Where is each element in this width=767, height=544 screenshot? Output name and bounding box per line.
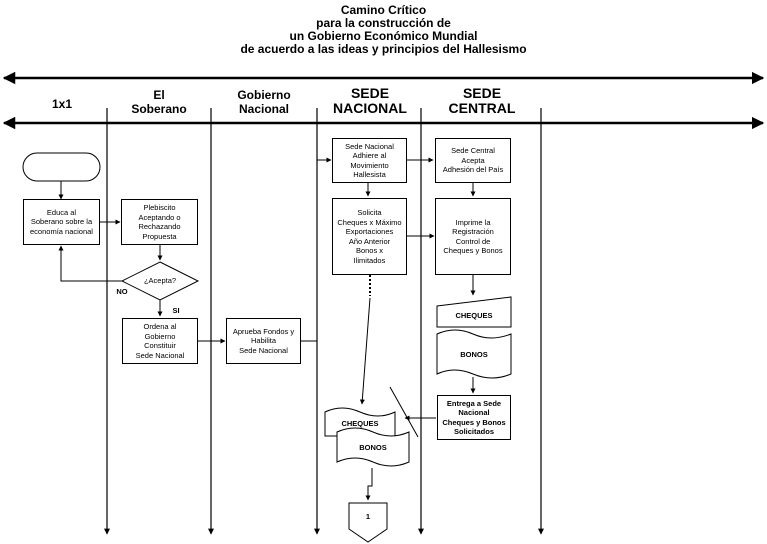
entrega-box: Entrega a Sede Nacional Cheques y Bonos …: [437, 395, 511, 440]
acepta-central-box: Sede Central Acepta Adhesión del País: [435, 138, 511, 183]
aprueba-text: Aprueba Fondos y Habilita Sede Nacional: [232, 326, 295, 355]
acepta-decision-label: ¿Acepta?: [143, 276, 177, 285]
cheques-document-2: [324, 407, 396, 437]
lane-label-gobierno-nacional: Gobierno Nacional: [237, 88, 291, 116]
ordena-text: Ordena al Gobierno Constituir Sede Nacio…: [135, 322, 185, 360]
educa-text: Educa al Soberano sobre la economía naci…: [30, 207, 93, 236]
cheques-document-1: [436, 296, 512, 328]
start-terminal: [22, 152, 101, 182]
cheques-label-2: CHEQUES: [341, 419, 379, 428]
ordena-box: Ordena al Gobierno Constituir Sede Nacio…: [122, 318, 198, 364]
plebiscito-box: Plebiscito Aceptando o Rechazando Propue…: [121, 199, 198, 245]
adhiere-box: Sede Nacional Adhiere al Movimiento Hall…: [332, 138, 407, 183]
bonos-document-1: [436, 329, 512, 379]
solicita-box: Solicita Cheques x Máximo Exportaciones …: [332, 198, 407, 275]
imprime-text: Imprime la Registración Control de Chequ…: [443, 217, 503, 256]
lane-label-soberano: El Soberano: [131, 88, 187, 116]
strike-line: [389, 386, 419, 438]
connector-label: 1: [365, 512, 371, 521]
imprime-box: Imprime la Registración Control de Chequ…: [435, 198, 511, 275]
title-line-3: un Gobierno Económico Mundial: [289, 29, 478, 43]
diagram-title: Camino Crítico para la construcción de u…: [0, 4, 767, 56]
aprueba-box: Aprueba Fondos y Habilita Sede Nacional: [226, 318, 301, 364]
bonos-label-1: BONOS: [460, 350, 488, 359]
plebiscito-text: Plebiscito Aceptando o Rechazando Propue…: [138, 203, 181, 241]
educa-box: Educa al Soberano sobre la economía naci…: [23, 199, 100, 245]
si-label: SI: [172, 306, 180, 315]
no-label: NO: [116, 287, 128, 296]
title-line-2: para la construcción de: [316, 16, 451, 30]
entrega-text: Entrega a Sede Nacional Cheques y Bonos …: [442, 398, 506, 437]
title-line-1: Camino Crítico: [340, 3, 427, 17]
lane-label-sede-nacional: SEDE NACIONAL: [333, 85, 407, 116]
lane-label-sede-central: SEDE CENTRAL: [448, 85, 516, 116]
title-line-4: de acuerdo a las ideas y principios del …: [240, 42, 527, 56]
off-page-connector: [348, 502, 388, 543]
acepta-central-text: Sede Central Acepta Adhesión del País: [442, 146, 504, 175]
bonos-label-2: BONOS: [359, 443, 387, 452]
bonos-document-2: [336, 427, 410, 467]
cheques-label-1: CHEQUES: [455, 311, 493, 320]
lane-label-1x1: 1x1: [51, 97, 73, 111]
adhiere-text: Sede Nacional Adhiere al Movimiento Hall…: [345, 141, 394, 180]
solicita-text: Solicita Cheques x Máximo Exportaciones …: [337, 208, 402, 265]
